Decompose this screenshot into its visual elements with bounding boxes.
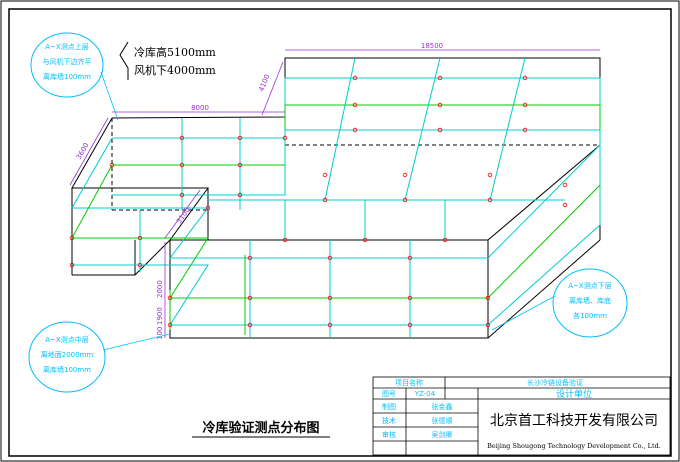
room-wireframe — [71, 57, 601, 339]
measurement-point — [402, 172, 408, 178]
measurement-point — [322, 197, 328, 203]
room-bottom-front — [169, 239, 601, 339]
measurement-point — [562, 182, 568, 188]
middle-layer-loop — [71, 104, 601, 299]
measurement-point — [442, 237, 448, 243]
height-note-line2: 风机下4000mm — [134, 63, 216, 77]
dim-top-length: 18500 — [421, 42, 443, 50]
measurement-point — [237, 162, 243, 168]
callout-top-line2: 与风机下边齐平 — [43, 57, 92, 66]
measurement-point — [179, 135, 185, 141]
callout-middle-line2: 离地面2000mm — [41, 350, 94, 359]
dim-vertical-2000: 2000 — [156, 280, 164, 298]
callout-top-line3: 离库墙100mm — [43, 72, 91, 81]
measurement-point — [562, 202, 568, 208]
measurement-point — [179, 192, 185, 198]
design-by: 张德顺 — [432, 416, 453, 425]
dimension-labels: 18500 8000 4100 3600 3100 2000 1900 100 — [75, 42, 443, 340]
interior-grid — [139, 57, 565, 338]
measurement-point — [362, 237, 368, 243]
measurement-point — [522, 127, 528, 133]
height-note-line1: 冷库高5100mm — [134, 45, 216, 59]
measurement-point — [109, 162, 115, 168]
measurement-point — [437, 127, 443, 133]
callout-bottom-line3: 各100mm — [573, 311, 607, 320]
measurement-point — [407, 322, 413, 328]
project-label: 项目名称 — [395, 378, 423, 387]
design-label: 技术 — [382, 416, 396, 425]
measurement-point — [167, 295, 173, 301]
measurement-point — [247, 322, 253, 328]
measurement-point — [247, 295, 253, 301]
drawn-label: 制图 — [382, 402, 396, 411]
callout-bottom: A~X测点下层 离库墙、库底 各100mm — [491, 268, 628, 338]
measurement-point — [247, 255, 253, 261]
dim-vertical-1900: 1900 — [156, 307, 164, 325]
company-name-en: Beijing Shougong Technology Development … — [487, 442, 661, 450]
callout-middle: A~X测点中层 离地面2000mm 离库墙100mm — [28, 321, 171, 393]
measurement-point — [282, 135, 288, 141]
measurement-point — [352, 102, 358, 108]
measurement-point — [437, 75, 443, 81]
measurement-point — [352, 127, 358, 133]
dim-left-wing: 3600 — [75, 142, 91, 161]
measurement-point — [407, 255, 413, 261]
measurement-point — [327, 295, 333, 301]
room-bottom-left — [72, 239, 171, 276]
project-name: 长沙冷链设备验证 — [527, 378, 583, 387]
measurement-point — [167, 322, 173, 328]
company-name-cn: 北京首工科技开发有限公司 — [490, 413, 658, 429]
measurement-point — [137, 235, 143, 241]
measurement-point — [485, 295, 491, 301]
measurement-points — [69, 75, 568, 328]
lower-layer-loop — [72, 129, 601, 326]
dimension-lines — [69, 49, 600, 338]
measurement-point — [327, 322, 333, 328]
review-label: 审核 — [382, 430, 396, 439]
measurement-point — [237, 135, 243, 141]
measurement-point — [522, 102, 528, 108]
callout-top-line1: A~X测点上层 — [45, 42, 88, 51]
measurement-point — [205, 205, 211, 211]
measurement-point — [407, 295, 413, 301]
callout-bottom-line1: A~X测点下层 — [568, 282, 611, 290]
callout-middle-line1: A~X测点中层 — [45, 335, 88, 344]
dim-step-width: 8000 — [191, 104, 209, 112]
middle-risers — [169, 255, 246, 335]
sheet-inner-border — [8, 8, 672, 457]
measurement-point — [437, 102, 443, 108]
height-note: 冷库高5100mm 风机下4000mm — [119, 41, 216, 80]
callout-bottom-line2: 离库墙、库底 — [569, 296, 611, 305]
measurement-point — [179, 162, 185, 168]
title-block-text: 项目名称 长沙冷链设备验证 图号 YZ-04 设计单位 制图 张金鑫 技术 张德… — [382, 378, 592, 439]
measurement-point — [237, 192, 243, 198]
measurement-point — [69, 235, 75, 241]
measurement-point — [352, 75, 358, 81]
measurement-point — [69, 262, 75, 268]
callout-middle-line3: 离库墙100mm — [43, 365, 91, 374]
drawing-no-label: 图号 — [382, 390, 396, 398]
measurement-point — [522, 75, 528, 81]
callout-top: A~X测点上层 与风机下边齐平 离库墙100mm — [30, 32, 119, 121]
measurement-point — [487, 172, 493, 178]
measurement-point — [327, 255, 333, 261]
drawn-by: 张金鑫 — [432, 402, 453, 411]
review-by: 吴剑卿 — [432, 430, 453, 439]
note-flag-icon — [119, 41, 129, 80]
measurement-point — [487, 197, 493, 203]
measurement-point — [485, 322, 491, 328]
title-block — [372, 376, 671, 456]
dim-vertical-100: 100 — [156, 327, 164, 340]
dim-left-notch: 3100 — [175, 206, 192, 225]
design-unit-label: 设计单位 — [556, 388, 592, 400]
measurement-point — [282, 237, 288, 243]
measurement-point — [402, 197, 408, 203]
drawing-no: YZ-04 — [414, 390, 436, 398]
diagram-caption: 冷库验证测点分布图 — [202, 420, 319, 436]
dim-step-depth: 4100 — [257, 73, 271, 93]
measurement-point — [322, 172, 328, 178]
measurement-point — [137, 262, 143, 268]
